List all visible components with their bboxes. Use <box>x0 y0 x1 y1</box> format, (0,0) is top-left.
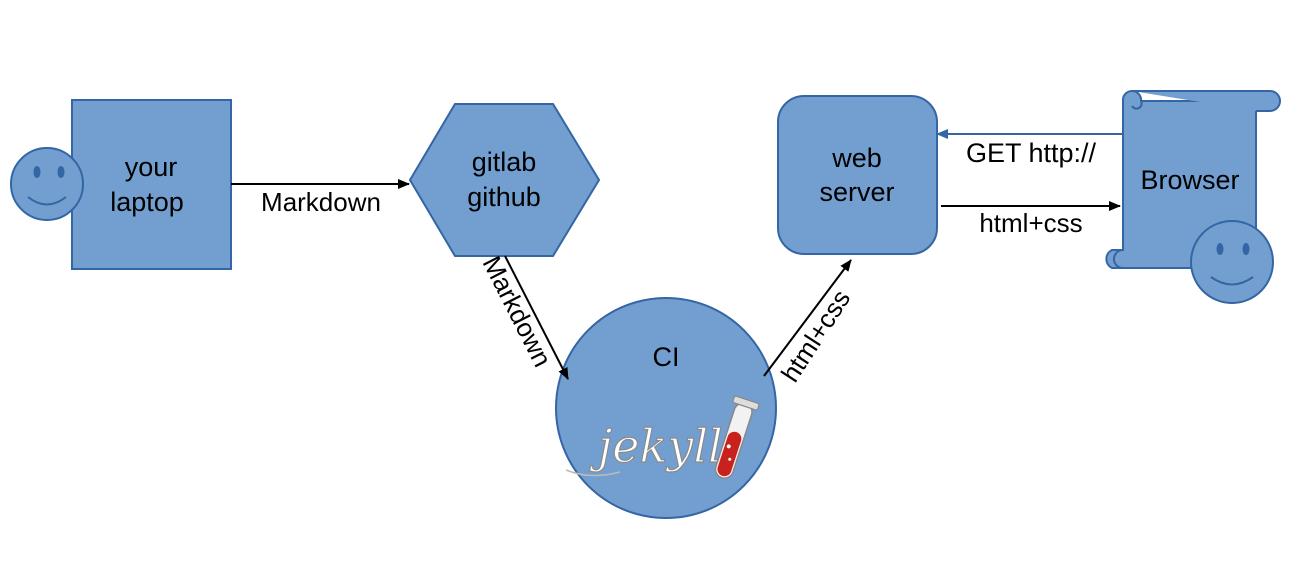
edge-label-webserver-to-browser: html+css <box>979 208 1082 238</box>
repo-hexagon <box>408 103 601 257</box>
test-tube-icon <box>714 395 760 479</box>
laptop-label-line1: your <box>125 152 178 182</box>
jekyll-logo-text: jekyll <box>589 419 723 473</box>
laptop-box <box>71 99 232 270</box>
laptop-label-line2: laptop <box>110 187 184 217</box>
jekyll-logo: jekyll <box>565 395 760 479</box>
browser-node: Browser <box>1105 89 1281 304</box>
ci-label: CI <box>653 342 680 372</box>
edge-repo-to-ci: Markdown <box>477 251 569 380</box>
webserver-node: web server <box>777 95 938 255</box>
smiley-icon <box>10 147 84 221</box>
edge-label-ci-to-webserver: html+css <box>775 284 856 387</box>
edge-label-laptop-to-repo: Markdown <box>261 187 381 217</box>
repo-label-line1: gitlab <box>472 147 537 177</box>
webserver-label-line1: web <box>831 143 882 173</box>
webserver-box <box>777 95 938 255</box>
edge-label-browser-to-webserver: GET http:// <box>966 138 1097 168</box>
edge-laptop-to-repo: Markdown <box>231 179 410 217</box>
edge-label-repo-to-ci: Markdown <box>477 251 558 371</box>
edge-browser-to-webserver: GET http:// <box>936 129 1123 168</box>
repo-label-line2: github <box>467 182 541 212</box>
repo-node: gitlab github <box>408 103 601 257</box>
laptop-node: your laptop <box>10 99 232 270</box>
webserver-label-line2: server <box>819 177 894 207</box>
edge-webserver-to-browser: html+css <box>941 201 1121 238</box>
smiley-icon <box>1190 220 1274 304</box>
edge-ci-to-webserver: html+css <box>763 259 856 387</box>
ci-node: CI jekyll <box>555 297 777 519</box>
browser-label: Browser <box>1140 165 1239 195</box>
